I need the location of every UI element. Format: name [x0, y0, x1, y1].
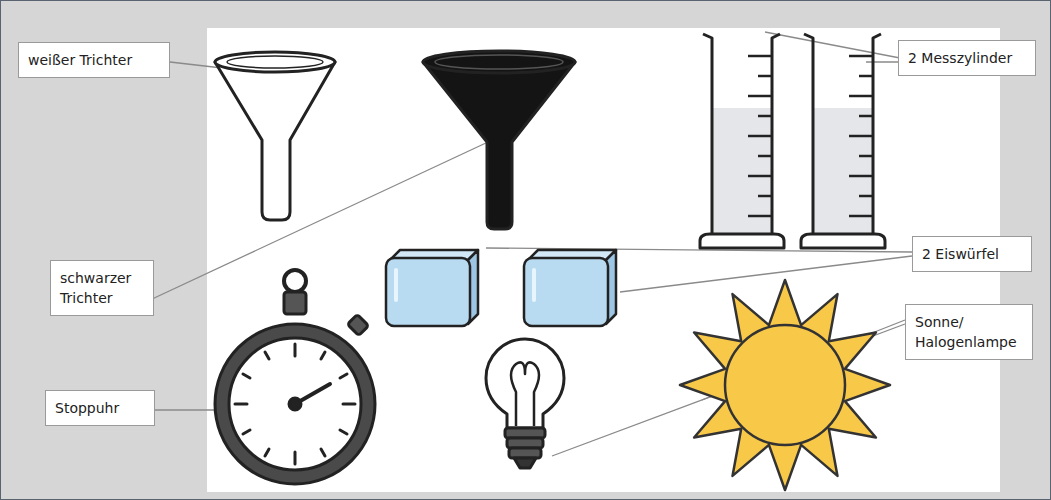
- sun-disc: [725, 325, 845, 445]
- label-box: 2 Eiswürfel: [912, 236, 1032, 272]
- cylinder-tube: [703, 34, 780, 234]
- measuring-cylinder: [801, 34, 885, 248]
- scale-ticks: [748, 56, 772, 216]
- black-funnel: [423, 51, 575, 229]
- tick: [859, 75, 873, 78]
- tick: [859, 195, 873, 198]
- label-text: Sonne/ Halogenlampe: [915, 312, 1023, 352]
- label-box: Sonne/ Halogenlampe: [905, 304, 1033, 360]
- cylinder-base: [700, 234, 784, 248]
- label-box: schwarzer Trichter: [50, 260, 154, 316]
- label-box: weißer Trichter: [18, 42, 170, 78]
- label-text: 2 Messzylinder: [908, 48, 1026, 68]
- cylinder-base: [801, 234, 885, 248]
- measuring-cylinder: [700, 34, 784, 248]
- ice-cube: [386, 250, 478, 326]
- tick: [343, 403, 355, 406]
- funnel-rim: [215, 52, 335, 72]
- funnel-rim: [423, 51, 575, 73]
- white-funnel: [215, 52, 335, 220]
- sun-rays: [680, 280, 890, 490]
- tick: [243, 374, 250, 378]
- tick: [340, 430, 347, 434]
- funnel-body: [215, 62, 335, 220]
- tick: [748, 215, 772, 218]
- tick: [859, 115, 873, 118]
- stopwatch-ticks: [235, 344, 355, 464]
- tick: [243, 430, 250, 434]
- stopwatch-button: [347, 314, 368, 335]
- label-text: schwarzer Trichter: [60, 268, 144, 308]
- bulb-contact: [514, 458, 536, 468]
- tick: [849, 215, 873, 218]
- stopwatch-center: [289, 398, 301, 410]
- tick: [748, 135, 772, 138]
- tick: [849, 175, 873, 178]
- stopwatch-ring: [284, 270, 306, 292]
- cube-front: [386, 258, 470, 326]
- cylinder-tube: [804, 34, 881, 234]
- funnel-inner-rim: [435, 55, 563, 69]
- light-bulb: [486, 339, 564, 468]
- liquid: [711, 108, 773, 234]
- tick: [321, 449, 325, 456]
- tick: [321, 352, 325, 359]
- tick: [265, 352, 269, 359]
- tick: [758, 75, 772, 78]
- tick: [294, 344, 297, 356]
- tick: [294, 452, 297, 464]
- tick: [758, 195, 772, 198]
- scale-ticks: [849, 56, 873, 216]
- stopwatch-crown: [284, 292, 306, 314]
- tick: [748, 55, 772, 58]
- funnel-body: [423, 62, 575, 229]
- tick: [758, 155, 772, 158]
- tick: [748, 175, 772, 178]
- cube-shine: [532, 270, 536, 300]
- leader-line: [866, 61, 900, 62]
- cube-shine: [394, 270, 398, 300]
- cube-front: [524, 258, 608, 326]
- stopwatch: [215, 270, 375, 484]
- tick: [849, 135, 873, 138]
- tick: [235, 403, 247, 406]
- tick: [758, 115, 772, 118]
- label-box: 2 Messzylinder: [898, 40, 1036, 76]
- bulb-glass: [486, 339, 564, 428]
- label-text: weißer Trichter: [28, 50, 160, 70]
- leader-line: [620, 256, 912, 292]
- stopwatch-case: [215, 324, 375, 484]
- tick: [849, 55, 873, 58]
- ice-cube: [524, 250, 616, 326]
- stopwatch-face: [229, 338, 361, 470]
- tick: [849, 95, 873, 98]
- bulb-filament: [511, 362, 539, 426]
- label-text: 2 Eiswürfel: [922, 244, 1022, 264]
- funnel-inner-rim: [227, 56, 323, 68]
- label-text: Stoppuhr: [55, 398, 145, 418]
- liquid: [812, 108, 874, 234]
- tick: [265, 449, 269, 456]
- tick: [859, 155, 873, 158]
- leader-line: [155, 409, 218, 410]
- sun: [680, 280, 890, 490]
- label-box: Stoppuhr: [45, 390, 155, 426]
- tick: [340, 374, 347, 378]
- tick: [748, 95, 772, 98]
- white-panel: [207, 28, 1000, 492]
